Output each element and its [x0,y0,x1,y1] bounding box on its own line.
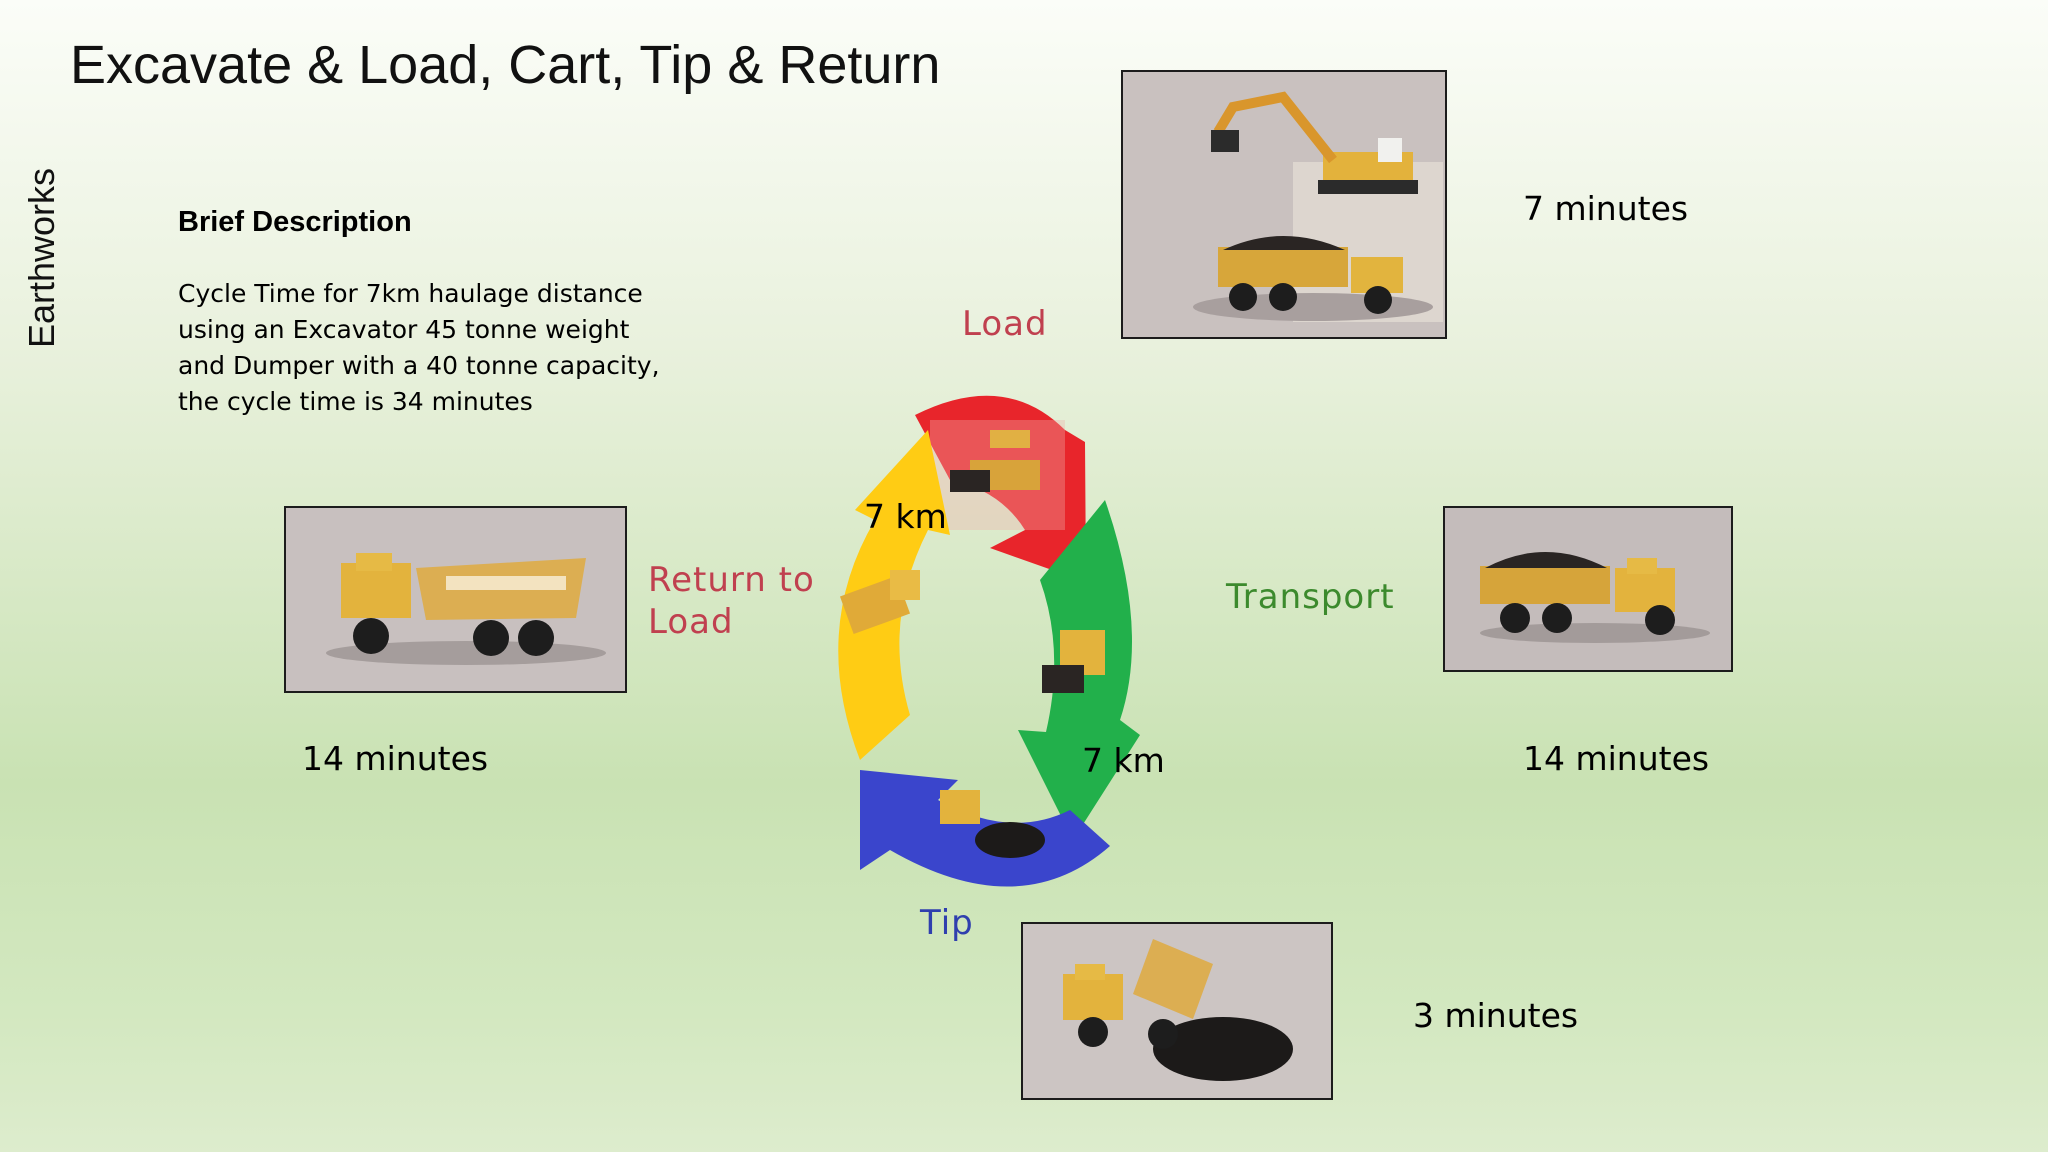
photo-transport [1443,506,1733,672]
minutes-load: 7 minutes [1523,189,1689,228]
description-body: Cycle Time for 7km haulage distance usin… [178,276,678,420]
description-line: and Dumper with a 40 tonne capacity, [178,351,660,380]
dumper-tipping-icon [1023,924,1331,1098]
description-line: Cycle Time for 7km haulage distance [178,279,643,308]
page-title: Excavate & Load, Cart, Tip & Return [70,35,941,95]
section-label: Earthworks [21,167,62,349]
stage-label-return-line: Return to [648,560,815,600]
photo-return [284,506,627,693]
excavator-loading-dumper-icon [1123,72,1445,337]
stage-label-return: Return to Load [648,559,815,643]
minutes-return: 14 minutes [302,739,489,778]
distance-label-outbound: 7 km [864,497,947,536]
minutes-tip: 3 minutes [1413,996,1579,1035]
photo-load [1121,70,1447,339]
load-arrow [915,395,1086,582]
stage-label-return-line: Load [648,602,734,642]
distance-label-return: 7 km [1082,741,1165,780]
stage-label-load: Load [962,304,1048,344]
transport-arrow [1018,500,1140,840]
tip-arrow [860,770,1110,887]
photo-tip [1021,922,1333,1100]
stage-label-tip: Tip [920,903,974,943]
stage-label-transport: Transport [1226,577,1395,617]
empty-dumper-icon [286,508,625,691]
minutes-transport: 14 minutes [1523,739,1710,778]
loaded-dumper-icon [1445,508,1731,670]
return-arrow [838,430,950,760]
description-line: the cycle time is 34 minutes [178,387,533,416]
description-heading: Brief Description [178,206,412,238]
description-line: using an Excavator 45 tonne weight [178,315,630,344]
cycle-diagram [838,395,1140,887]
